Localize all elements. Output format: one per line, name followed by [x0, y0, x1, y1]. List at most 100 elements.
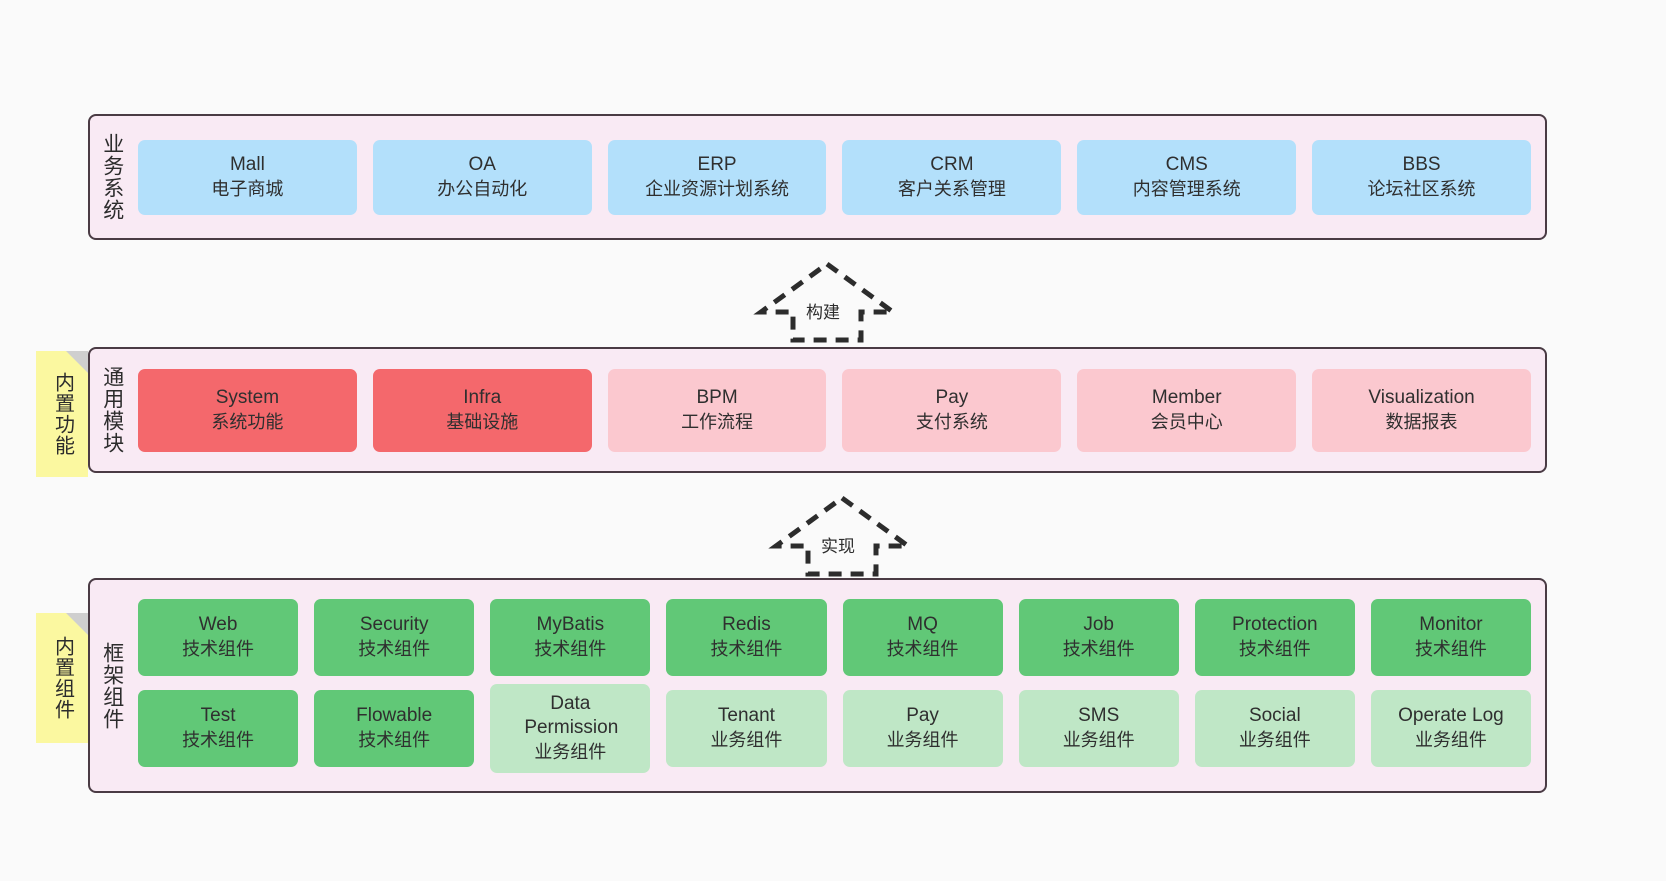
layer-body-framework: Web 技术组件 Security 技术组件 MyBatis 技术组件 Redi… [134, 580, 1545, 791]
card-title: Operate Log [1398, 705, 1504, 727]
card-protection[interactable]: Protection 技术组件 [1194, 598, 1355, 676]
card-title: Test [200, 705, 236, 727]
card-title: Data Permission [524, 693, 619, 739]
card-pay-component[interactable]: Pay 业务组件 [842, 689, 1003, 767]
card-oa[interactable]: OA 办公自动化 [372, 139, 592, 215]
card-subtitle: 电子商城 [211, 178, 284, 199]
layer-business-system: 业务系统 Mall 电子商城 OA 办公自动化 ERP 企业资源计划系统 CRM… [88, 114, 1547, 240]
arrow-implement-shape [768, 494, 916, 577]
layer-common-module: 通用模块 System 系统功能 Infra 基础设施 BPM 工作流程 Pay… [88, 347, 1547, 473]
card-visualization[interactable]: Visualization 数据报表 [1312, 368, 1531, 452]
card-system[interactable]: System 系统功能 [138, 368, 357, 452]
card-flowable[interactable]: Flowable 技术组件 [314, 689, 475, 767]
card-mq[interactable]: MQ 技术组件 [842, 598, 1003, 676]
card-subtitle: 技术组件 [1062, 638, 1135, 659]
card-title: Visualization [1368, 387, 1475, 409]
card-infra[interactable]: Infra 基础设施 [372, 368, 592, 452]
layer-title-framework: 框架组件 [100, 641, 124, 730]
card-title: CRM [930, 154, 974, 176]
card-subtitle: 业务组件 [1414, 729, 1487, 750]
card-title: SMS [1078, 705, 1120, 727]
card-job[interactable]: Job 技术组件 [1018, 598, 1179, 676]
card-mall[interactable]: Mall 电子商城 [138, 139, 357, 215]
card-pay-module[interactable]: Pay 支付系统 [842, 368, 1062, 452]
sticky-note-builtin-component: 内置组件 [36, 613, 88, 743]
card-subtitle: 技术组件 [182, 729, 255, 750]
card-sms[interactable]: SMS 业务组件 [1018, 689, 1179, 767]
card-title: Security [359, 614, 429, 636]
card-subtitle: 内容管理系统 [1132, 178, 1241, 199]
card-web[interactable]: Web 技术组件 [138, 598, 299, 676]
card-title: Pay [906, 705, 939, 727]
card-operate-log[interactable]: Operate Log 业务组件 [1370, 689, 1531, 767]
card-bpm[interactable]: BPM 工作流程 [607, 368, 827, 452]
card-title: Mall [229, 154, 265, 176]
card-title: Job [1083, 614, 1114, 636]
sticky-note-text: 内置组件 [51, 636, 74, 720]
layer-body-business: Mall 电子商城 OA 办公自动化 ERP 企业资源计划系统 CRM 客户关系… [134, 116, 1545, 238]
card-subtitle: 技术组件 [1414, 638, 1487, 659]
sticky-note-builtin-function: 内置功能 [36, 351, 88, 477]
card-title: Infra [463, 387, 502, 409]
card-subtitle: 业务组件 [534, 741, 607, 762]
card-subtitle: 会员中心 [1150, 411, 1223, 432]
card-member[interactable]: Member 会员中心 [1077, 368, 1297, 452]
card-title: MQ [907, 614, 938, 636]
card-monitor[interactable]: Monitor 技术组件 [1370, 598, 1531, 676]
framework-card-row-business: Test 技术组件 Flowable 技术组件 Data Permission … [138, 683, 1531, 773]
card-subtitle: 技术组件 [358, 638, 431, 659]
card-subtitle: 客户关系管理 [897, 178, 1006, 199]
card-social[interactable]: Social 业务组件 [1194, 689, 1355, 767]
module-card-row: System 系统功能 Infra 基础设施 BPM 工作流程 Pay 支付系统… [138, 368, 1531, 452]
card-title: Tenant [717, 705, 775, 727]
card-crm[interactable]: CRM 客户关系管理 [842, 139, 1062, 215]
card-tenant[interactable]: Tenant 业务组件 [666, 689, 827, 767]
card-title: Pay [935, 387, 969, 409]
card-bbs[interactable]: BBS 论坛社区系统 [1312, 139, 1531, 215]
card-security[interactable]: Security 技术组件 [314, 598, 475, 676]
framework-card-row-tech: Web 技术组件 Security 技术组件 MyBatis 技术组件 Redi… [138, 598, 1531, 676]
card-subtitle: 业务组件 [886, 729, 959, 750]
card-subtitle: 技术组件 [1238, 638, 1311, 659]
layer-framework-component: 框架组件 Web 技术组件 Security 技术组件 MyBatis 技术组件… [88, 578, 1547, 793]
arrow-build-label: 构建 [804, 298, 842, 323]
card-subtitle: 数据报表 [1385, 411, 1458, 432]
card-subtitle: 技术组件 [358, 729, 431, 750]
sticky-note-text: 内置功能 [51, 372, 74, 456]
card-subtitle: 业务组件 [1238, 729, 1311, 750]
card-test[interactable]: Test 技术组件 [138, 689, 299, 767]
card-title: Social [1248, 705, 1301, 727]
card-title: Flowable [356, 705, 433, 727]
card-subtitle: 技术组件 [886, 638, 959, 659]
card-title: MyBatis [536, 614, 605, 636]
card-title: BPM [696, 387, 738, 409]
card-title: Monitor [1419, 614, 1483, 636]
card-redis[interactable]: Redis 技术组件 [666, 598, 827, 676]
arrow-build-shape [753, 260, 901, 343]
card-subtitle: 技术组件 [710, 638, 783, 659]
card-title: BBS [1402, 154, 1441, 176]
card-data-permission[interactable]: Data Permission 业务组件 [490, 683, 651, 773]
arrow-build: 构建 [753, 260, 901, 343]
business-card-row: Mall 电子商城 OA 办公自动化 ERP 企业资源计划系统 CRM 客户关系… [138, 139, 1531, 215]
note-fold-corner-icon [66, 613, 88, 635]
card-erp[interactable]: ERP 企业资源计划系统 [607, 139, 827, 215]
card-subtitle: 技术组件 [182, 638, 255, 659]
card-subtitle: 办公自动化 [437, 178, 528, 199]
card-mybatis[interactable]: MyBatis 技术组件 [490, 598, 651, 676]
layer-title-module: 通用模块 [100, 366, 124, 454]
card-subtitle: 论坛社区系统 [1367, 178, 1476, 199]
layer-body-module: System 系统功能 Infra 基础设施 BPM 工作流程 Pay 支付系统… [134, 349, 1545, 471]
arrow-implement-label: 实现 [819, 532, 857, 557]
card-subtitle: 企业资源计划系统 [645, 178, 790, 199]
card-title: Redis [722, 614, 771, 636]
card-title: System [215, 387, 280, 409]
card-cms[interactable]: CMS 内容管理系统 [1077, 139, 1297, 215]
card-title: Web [198, 614, 238, 636]
card-subtitle: 支付系统 [915, 411, 988, 432]
card-subtitle: 业务组件 [1062, 729, 1135, 750]
layer-title-business: 业务系统 [100, 133, 124, 221]
card-title: Protection [1232, 614, 1318, 636]
card-title: ERP [697, 154, 737, 176]
card-subtitle: 工作流程 [681, 411, 754, 432]
